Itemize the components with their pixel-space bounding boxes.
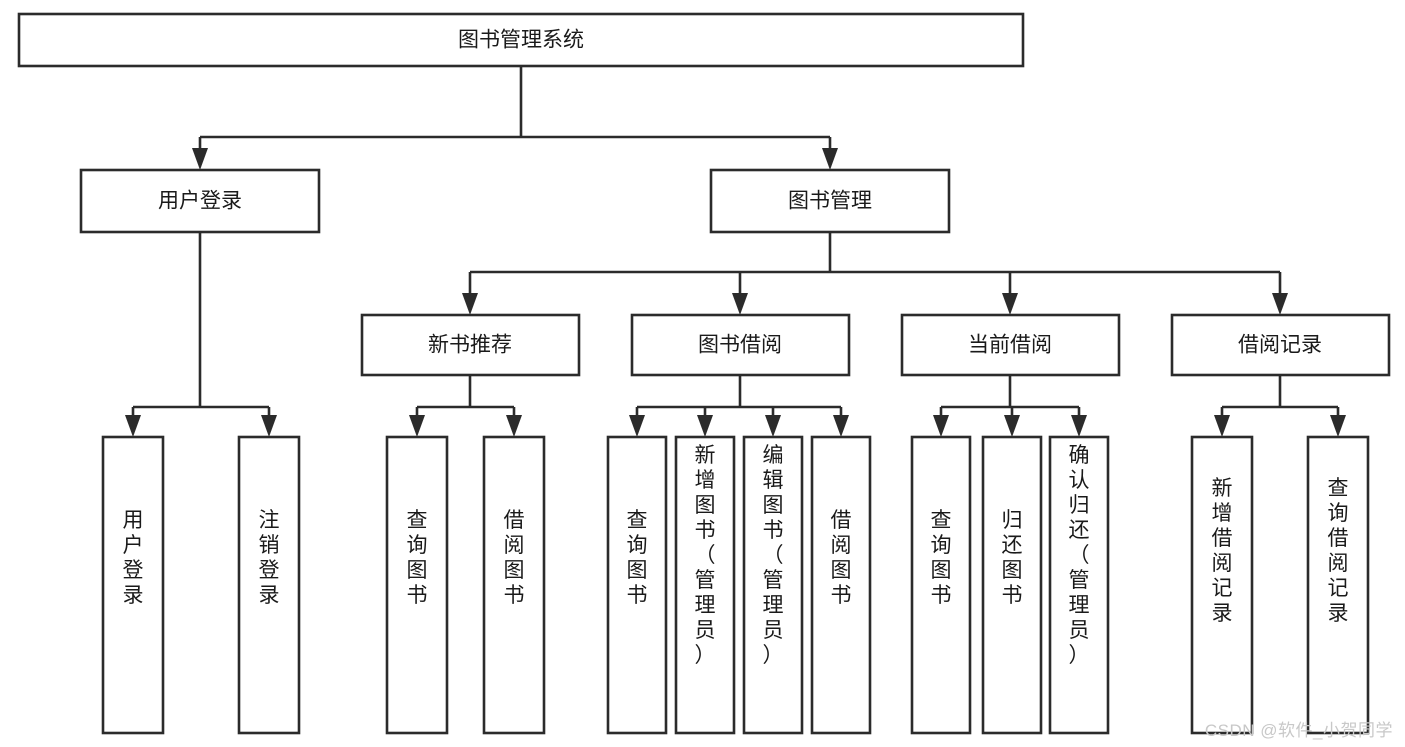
connector-layer [125,66,1346,437]
leaf-box-return-book[interactable] [981,435,1043,735]
node-box-book-management[interactable] [709,168,951,234]
leaf-box-confirm-return[interactable] [1048,435,1110,735]
leaf-node-add-borrow-record[interactable]: 新增借阅记录 [1190,435,1254,735]
leaf-box-add-borrow-record[interactable] [1190,435,1254,735]
leaf-label-add-borrow-record: 新增借阅记录 [1212,477,1233,625]
node-user-login[interactable]: 用户登录 [79,168,321,234]
arrow-head-current-borrow [1002,293,1018,315]
leaf-label-query-book-rec: 查询图书 [407,509,428,607]
arrow-head-leaf-edit-book [765,415,781,437]
leaf-box-user-login[interactable] [101,435,165,735]
leaf-box-query-book-current[interactable] [910,435,972,735]
leaf-box-borrow-book[interactable] [810,435,872,735]
leaf-label-query-borrow-record: 查询借阅记录 [1328,477,1349,625]
leaf-label-add-book: 新增图书（管理员） [695,444,716,667]
node-root-system[interactable]: 图书管理系统 [17,12,1025,68]
leaf-label-logout: 注销登录 [259,509,280,607]
arrow-head-leaf-query-book-1 [409,415,425,437]
leaf-node-query-borrow-record[interactable]: 查询借阅记录 [1306,435,1370,735]
node-label-borrow-record: 借阅记录 [1238,334,1322,357]
leaf-node-add-book[interactable]: 新增图书（管理员） [674,435,736,735]
leaf-box-edit-book[interactable] [742,435,804,735]
leaf-box-query-book-rec[interactable] [385,435,449,735]
arrow-head-leaf-user-login [125,415,141,437]
node-box-new-book-recommend[interactable] [360,313,581,377]
arrow-head-borrow-record [1272,293,1288,315]
arrow-head-leaf-add-book [697,415,713,437]
arrow-head-new-book-rec [462,293,478,315]
arrow-head-book-mgmt [822,148,838,170]
leaf-node-user-login[interactable]: 用户登录 [101,435,165,735]
arrow-head-leaf-return-book [1004,415,1020,437]
leaf-label-query-book-current: 查询图书 [931,509,952,607]
arrow-head-leaf-confirm-return [1071,415,1087,437]
leaf-label-user-login: 用户登录 [123,509,144,607]
leaf-box-logout[interactable] [237,435,301,735]
arrow-head-leaf-borrow-book-1 [506,415,522,437]
node-label-root: 图书管理系统 [458,29,584,52]
node-label-new-book-recommend: 新书推荐 [428,334,512,357]
arrow-head-leaf-add-record [1214,415,1230,437]
leaf-box-add-book[interactable] [674,435,736,735]
node-box-book-borrow[interactable] [630,313,851,377]
leaf-node-query-book-rec[interactable]: 查询图书 [385,435,449,735]
arrow-head-book-borrow [732,293,748,315]
leaf-label-borrow-book: 借阅图书 [831,509,852,607]
leaf-box-query-borrow-record[interactable] [1306,435,1370,735]
node-book-management[interactable]: 图书管理 [709,168,951,234]
arrow-head-leaf-query-record [1330,415,1346,437]
node-label-user-login: 用户登录 [158,190,242,213]
node-current-borrow[interactable]: 当前借阅 [900,313,1121,377]
arrow-head-leaf-borrow-book-2 [833,415,849,437]
leaf-node-query-book-current[interactable]: 查询图书 [910,435,972,735]
leaf-box-query-book-borrow[interactable] [606,435,668,735]
leaf-label-confirm-return: 确认归还（管理员） [1069,444,1090,667]
leaf-label-borrow-book-rec: 借阅图书 [504,509,525,607]
arrow-head-leaf-logout [261,415,277,437]
leaf-node-logout[interactable]: 注销登录 [237,435,301,735]
node-box-borrow-record[interactable] [1170,313,1391,377]
arrow-head-user-login [192,148,208,170]
node-borrow-record[interactable]: 借阅记录 [1170,313,1391,377]
leaf-box-borrow-book-rec[interactable] [482,435,546,735]
arrow-head-leaf-query-book-3 [933,415,949,437]
leaf-node-borrow-book-rec[interactable]: 借阅图书 [482,435,546,735]
leaf-node-confirm-return[interactable]: 确认归还（管理员） [1048,435,1110,735]
arrow-head-leaf-query-book-2 [629,415,645,437]
node-box-current-borrow[interactable] [900,313,1121,377]
leaf-node-query-book-borrow[interactable]: 查询图书 [606,435,668,735]
node-label-book-management: 图书管理 [788,190,872,213]
leaf-node-borrow-book[interactable]: 借阅图书 [810,435,872,735]
node-box-user-login[interactable] [79,168,321,234]
node-box-root[interactable] [17,12,1025,68]
leaf-label-edit-book: 编辑图书（管理员） [763,444,784,667]
leaf-node-edit-book[interactable]: 编辑图书（管理员） [742,435,804,735]
leaf-layer: 用户登录 注销登录 查询图书 借阅图书 查询图书 新增图书（管理员） [101,435,1370,735]
leaf-label-return-book: 归还图书 [1002,509,1023,607]
leaf-label-query-book-borrow: 查询图书 [627,509,648,607]
node-label-current-borrow: 当前借阅 [968,334,1052,357]
node-label-book-borrow: 图书借阅 [698,334,782,357]
leaf-node-return-book[interactable]: 归还图书 [981,435,1043,735]
node-book-borrow[interactable]: 图书借阅 [630,313,851,377]
node-new-book-recommend[interactable]: 新书推荐 [360,313,581,377]
